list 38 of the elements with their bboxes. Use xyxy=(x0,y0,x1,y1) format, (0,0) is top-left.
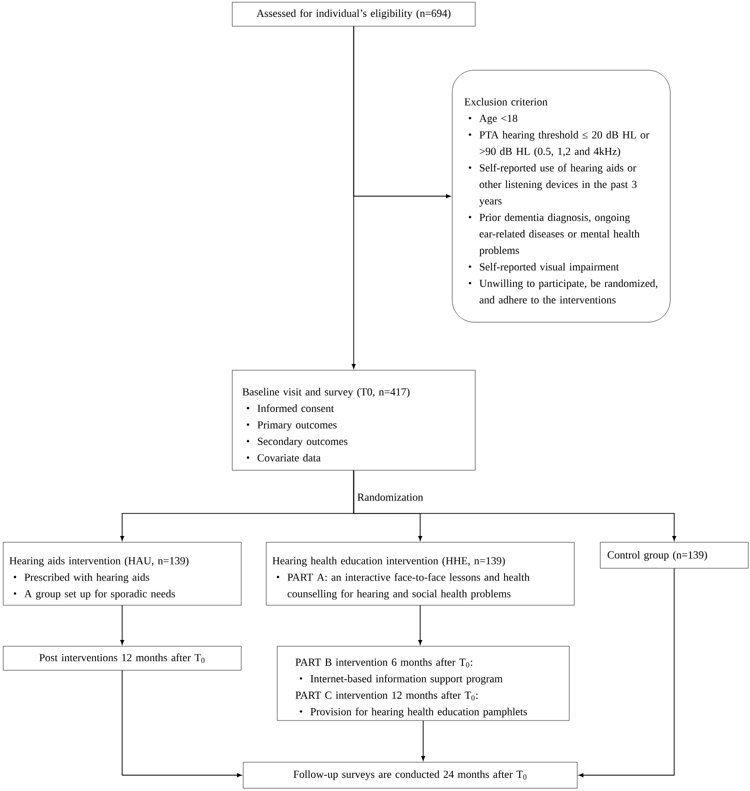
process-box xyxy=(277,646,570,721)
bullet-item: Provision for hearing health education pamphlets xyxy=(300,708,527,718)
process-box xyxy=(3,542,242,606)
box-heading: Hearing aids intervention (HAU, n=139) xyxy=(10,556,188,567)
bullet-item: Unwilling to participate, be randomized, and adhere to the interventions xyxy=(468,279,658,304)
bullet-item: Informed consent xyxy=(246,404,334,412)
process-box xyxy=(232,370,476,470)
bullet-item: Internet-based information support program xyxy=(300,674,503,685)
bullet-item: PART A: an interactive face-to-face lessons and health counselling for hearing and social health problems xyxy=(276,573,530,600)
arrow xyxy=(353,470,676,541)
bullet-item: Prior dementia diagnosis, ongoing ear-related diseases or mental health problems xyxy=(468,213,640,256)
randomization-label: Randomization xyxy=(358,493,424,501)
arrow xyxy=(578,568,675,778)
bullet-item: Self-reported visual impairment xyxy=(468,262,619,273)
arrow xyxy=(353,26,451,198)
process-box: Post interventions 12 months after T$_{0}$ xyxy=(3,646,242,670)
box-heading: Baseline visit and survey (T0, n=417) xyxy=(242,388,410,398)
box-heading: PART B intervention 6 months after T$_{0}$: xyxy=(296,658,472,668)
bullet-item: PTA hearing threshold ≤ 20 dB HL or >90 dB HL (0.5, 1,2 and 4kHz) xyxy=(468,130,650,158)
process-box: Assessed for individual’s eligibility (n=694) xyxy=(232,2,476,26)
bullet-item: Prescribed with hearing aids xyxy=(14,573,150,584)
bullet-item: Self-reported use of hearing aids or other listening devices in the past 3 years xyxy=(468,164,637,207)
box-heading: Exclusion criterion xyxy=(464,98,548,106)
process-box xyxy=(266,542,574,606)
arrow xyxy=(421,720,426,761)
process-box: Control group (n=139) xyxy=(600,542,748,568)
bullet-item: Covariate data xyxy=(246,454,321,462)
arrow xyxy=(120,605,124,645)
process-box: Follow-up surveys are conducted 24 months after T$_{0}$ xyxy=(243,762,578,788)
arrow xyxy=(122,670,242,778)
box-heading: Hearing health education intervention (HHE, n=139) xyxy=(272,556,505,567)
box-heading: PART C intervention 12 months after T$_{0}$: xyxy=(296,691,478,700)
criteria-box xyxy=(452,70,670,322)
bullet-item: Primary outcomes xyxy=(246,421,337,431)
bullet-item: Age <18 xyxy=(468,114,518,124)
bullet-item: A group set up for sporadic needs xyxy=(14,590,175,600)
arrow xyxy=(418,605,422,645)
bullet-item: Secondary outcomes xyxy=(246,437,348,448)
